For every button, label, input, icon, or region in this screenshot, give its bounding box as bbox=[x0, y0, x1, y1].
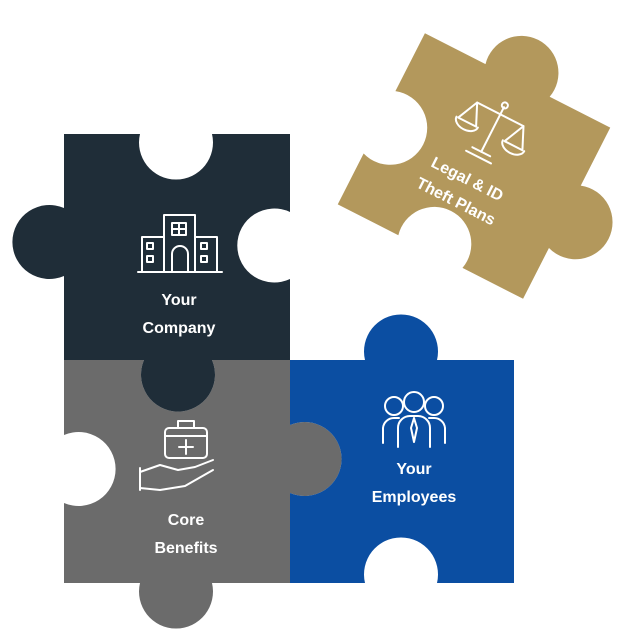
puzzle-piece-your-company: Your Company bbox=[12, 134, 291, 412]
core-benefits-label-line2: Benefits bbox=[154, 540, 217, 557]
legal-id-theft-piece-shape bbox=[337, 33, 613, 299]
puzzle-piece-legal-id-theft-plans: Legal & ID Theft Plans bbox=[337, 33, 613, 299]
your-company-label-line1: Your bbox=[161, 292, 196, 309]
core-benefits-label-line1: Core bbox=[168, 512, 205, 529]
your-employees-label-line2: Employees bbox=[372, 489, 457, 506]
your-employees-label-line1: Your bbox=[396, 461, 431, 478]
medical-kit-hand-icon bbox=[139, 420, 214, 491]
core-benefits-piece-shape bbox=[64, 360, 342, 629]
scales-of-justice-icon bbox=[454, 101, 526, 165]
puzzle-piece-core-benefits: Core Benefits bbox=[64, 360, 342, 629]
your-company-label-line2: Company bbox=[143, 320, 216, 337]
puzzle-piece-your-employees: Your Employees bbox=[290, 314, 514, 583]
your-employees-piece-shape bbox=[290, 314, 514, 583]
people-group-icon bbox=[382, 391, 446, 448]
office-building-icon bbox=[137, 214, 223, 273]
